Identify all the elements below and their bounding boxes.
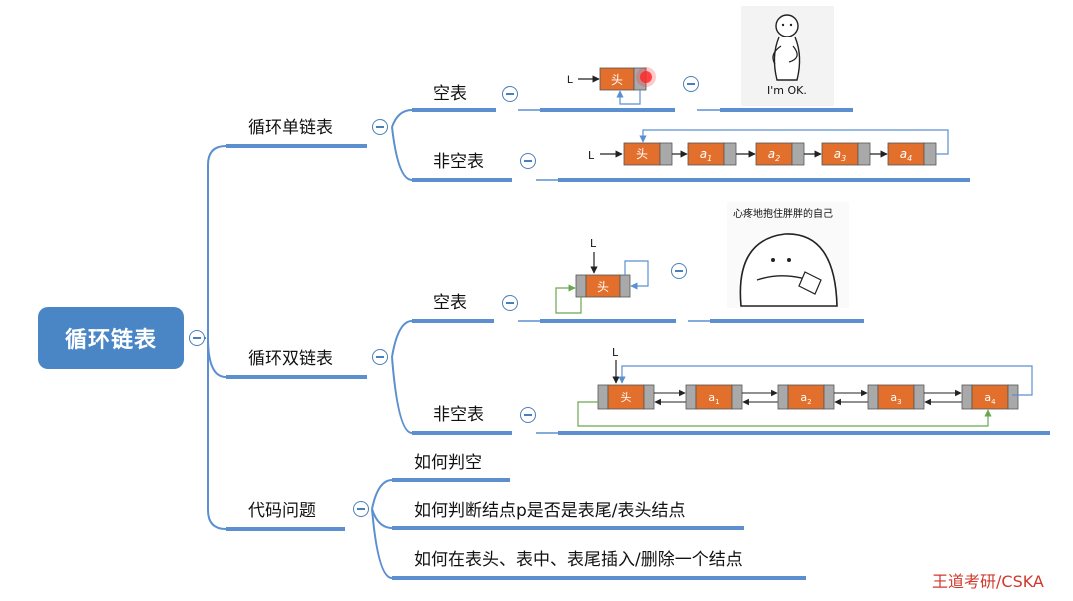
collapse-code-icon[interactable] [353,501,369,517]
collapse-doubly-nonempty-icon[interactable] [520,407,536,423]
list-node-next-0 [659,142,673,166]
dlist-node-label-0: 头 [621,391,632,404]
meme-hug-image: 心疼地抱住胖胖的自己 [727,202,849,308]
head-label-3: 头 [597,280,609,294]
dlist-node-prior-0 [597,384,609,410]
list-node-next-1 [723,142,737,166]
node-circular-singly[interactable]: 循环单链表 [248,118,333,138]
dlist-node-prior-2 [777,384,789,410]
collapse-doubly-icon[interactable] [372,349,388,365]
dlist-node-next-0 [643,384,655,410]
list-node-label-0: 头 [636,147,648,161]
collapse-doubly-empty-icon[interactable] [502,295,518,311]
meme-im-ok-image: I'm OK. [741,6,834,106]
root-label: 循环链表 [64,328,157,353]
dlist-node-label-3: a3 [890,391,901,406]
dlist-node-next-2 [823,384,835,410]
dlist-node-prior-3 [867,384,879,410]
dlist-node-next-4 [1007,384,1019,410]
hugging-blob-icon [739,233,838,307]
dlist-node-label-4: a4 [984,391,996,406]
collapse-singly-icon[interactable] [372,119,388,135]
collapse-image-1-icon[interactable] [683,76,699,92]
code-item-3[interactable]: 如何在表头、表中、表尾插入/删除一个结点 [414,550,743,570]
meme-hug-caption: 心疼地抱住胖胖的自己 [733,209,833,220]
collapse-singly-nonempty-icon[interactable] [520,153,536,169]
list-node-next-2 [791,142,805,166]
node-doubly-empty[interactable]: 空表 [433,293,467,313]
collapse-image-3-icon[interactable] [671,263,687,279]
node-singly-empty[interactable]: 空表 [433,84,467,104]
doubly-nonempty-diagram: L 头 a1 a2 a3 a4 [577,346,1033,427]
node-circular-doubly[interactable]: 循环双链表 [248,349,333,369]
singly-empty-diagram: L 头 [567,67,656,105]
dlist-node-3 [877,384,915,410]
dlist-node-label-1: a1 [708,391,719,406]
node-singly-nonempty[interactable]: 非空表 [433,152,484,172]
dlist-node-0 [607,384,645,410]
node-doubly-nonempty[interactable]: 非空表 [433,405,484,425]
meme-im-ok-caption: I'm OK. [767,84,807,97]
pointer-label-3: L [590,237,597,250]
dlist-node-prior-1 [685,384,697,410]
dlist-node-label-2: a2 [800,391,811,406]
dlist-node-next-1 [731,384,743,410]
node-code-issues[interactable]: 代码问题 [248,501,316,521]
watermark: 王道考研/CSKA [932,572,1044,591]
dlist-node-prior-4 [961,384,973,410]
code-item-1[interactable]: 如何判空 [414,453,482,473]
head-label-1: 头 [611,73,623,87]
stick-figure-icon [772,14,801,81]
list-node-next-3 [857,142,871,166]
pointer-label-4: L [612,346,619,359]
list-node-next-4 [923,142,937,166]
dlist-node-4 [971,384,1009,410]
collapse-root-icon[interactable] [189,330,205,346]
pointer-label-1: L [567,74,573,86]
dlist-node-next-3 [913,384,925,410]
root-node[interactable]: 循环链表 [38,307,184,369]
collapse-singly-empty-icon[interactable] [502,86,518,102]
doubly-empty-diagram: L 头 [555,237,649,314]
code-item-2[interactable]: 如何判断结点p是否是表尾/表头结点 [414,501,686,521]
pointer-label-2: L [588,149,595,162]
